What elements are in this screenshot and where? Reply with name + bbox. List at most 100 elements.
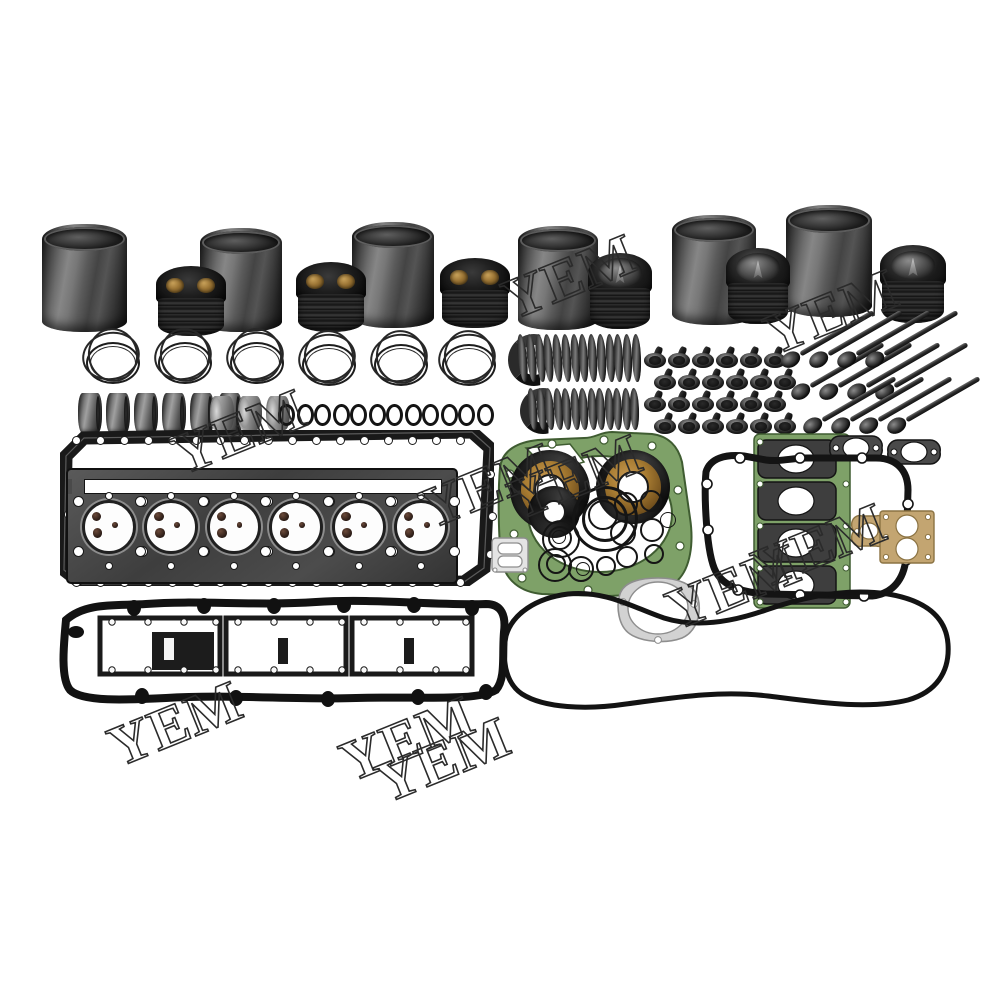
- retainer-cup: [654, 419, 676, 434]
- head-gasket-bolt-hole: [385, 546, 396, 557]
- retainer-cup: [716, 397, 738, 412]
- piston-5: [726, 248, 790, 326]
- head-gasket-coolant-hole: [417, 492, 425, 500]
- rod-bearing-shell-13: [629, 388, 640, 430]
- o-ring-5: [640, 490, 662, 512]
- valve-relief-a: [278, 511, 289, 522]
- retainer-cup: [750, 419, 772, 434]
- retainer-cup: [774, 419, 796, 434]
- retainer-cup: [644, 353, 666, 368]
- head-gasket-bolt-hole: [322, 546, 334, 557]
- liner-rim: [353, 225, 433, 249]
- valve-relief-a: [341, 511, 351, 522]
- valve-retainer-17: [740, 389, 762, 412]
- snap-ring-left: [386, 404, 403, 426]
- valve-retainer-23: [750, 411, 772, 434]
- piston-pin-bore-right: [336, 273, 355, 290]
- cylinder-liner-1: [42, 224, 127, 332]
- retainer-cup: [764, 353, 786, 368]
- oil-pan-gasket-hole-4: [144, 436, 153, 445]
- compression-ring-2: [378, 348, 424, 382]
- snap-ring-left: [458, 404, 475, 426]
- compression-ring: [302, 344, 356, 386]
- head-gasket-bore-1: [82, 500, 136, 554]
- retainer-cup: [644, 397, 666, 412]
- oil-pan-gasket-hole-5: [168, 436, 177, 445]
- head-gasket-coolant-hole: [167, 562, 176, 570]
- valve-retainer-3: [692, 345, 714, 368]
- thermostat-gasket-svg: [491, 537, 529, 573]
- piston-ring-set-1: [77, 323, 146, 388]
- flange-gasket-svg: [887, 439, 941, 465]
- valve-retainer-6: [764, 345, 786, 368]
- valve-retainer-14: [668, 389, 690, 412]
- valve-relief-a: [216, 511, 227, 522]
- retainer-cup: [740, 397, 762, 412]
- oil-control-ring-2: [226, 323, 288, 387]
- head-gasket-bolt-hole: [197, 546, 209, 557]
- compression-ring-2: [446, 348, 492, 382]
- compression-ring: [158, 342, 212, 384]
- manifold-flange-gasket-2: [884, 436, 944, 468]
- head-gasket-bore-2: [144, 500, 199, 554]
- o-ring-1: [572, 486, 638, 552]
- head-gasket-bolt-hole: [197, 496, 209, 507]
- compression-ring: [86, 342, 140, 384]
- wrist-pin-1: [78, 393, 102, 433]
- head-gasket-bore-5: [331, 500, 386, 554]
- valve-retainer-11: [750, 367, 772, 390]
- piston-ring-set-2: [149, 323, 218, 388]
- retainer-cup: [678, 419, 700, 434]
- o-ring-12: [552, 530, 566, 544]
- o-ring-2: [582, 496, 628, 542]
- cylinder-liner-4: [518, 226, 598, 330]
- valve-relief-b: [342, 527, 352, 538]
- retainer-cup: [750, 375, 772, 390]
- oil-pan-gasket-hole-1: [72, 436, 81, 445]
- oil-pan-gasket-hole-17: [456, 436, 465, 445]
- oil-pan-gasket-hole-16: [432, 436, 441, 445]
- piston-pin-bore-right: [196, 277, 215, 294]
- valve-relief-a: [154, 511, 164, 522]
- valve-retainer-19: [654, 411, 676, 434]
- piston-combustion-bowl: [598, 258, 642, 287]
- piston-3: [440, 258, 510, 330]
- liner-rim: [519, 229, 597, 252]
- compression-ring: [442, 344, 496, 386]
- oil-control-ring-2: [438, 325, 500, 389]
- main-bearing-row-1: [518, 334, 642, 382]
- oil-pan-gasket-hole-9: [264, 436, 273, 445]
- oil-pan-gasket-hole-3: [120, 436, 129, 445]
- oil-pan-gasket-hole-38: [486, 470, 495, 479]
- liner-rim: [787, 208, 871, 233]
- piston-2: [296, 262, 366, 334]
- snap-ring-right: [477, 404, 494, 426]
- o-ring-8: [616, 546, 638, 568]
- snap-ring-left: [314, 404, 331, 426]
- connecting-rod-bushing-2: [238, 396, 262, 430]
- valve-retainer-1: [644, 345, 666, 368]
- head-gasket-bore-6: [394, 500, 448, 554]
- valve-relief-b: [92, 527, 103, 538]
- wrist-pin-3: [134, 393, 158, 433]
- valve-retainer-16: [716, 389, 738, 412]
- oil-pan-gasket-hole-13: [360, 436, 369, 445]
- o-ring-14: [546, 554, 566, 574]
- head-gasket-detail: [68, 470, 460, 582]
- valve-retainer-10: [726, 367, 748, 390]
- retainer-cup: [726, 375, 748, 390]
- snap-ring-pair-3: [350, 404, 386, 426]
- piston-1: [156, 266, 226, 338]
- main-bearing-shell-14: [631, 334, 642, 382]
- valve-retainer-4: [716, 345, 738, 368]
- snap-ring-pair-4: [386, 404, 422, 426]
- oil-control-ring-2: [370, 325, 432, 389]
- injector-relief: [236, 522, 243, 528]
- head-gasket-bolt-hole: [73, 496, 84, 507]
- oil-control-ring-2: [82, 323, 144, 387]
- valve-retainer-7: [654, 367, 676, 390]
- valve-retainer-21: [702, 411, 724, 434]
- compression-ring: [230, 342, 284, 384]
- head-gasket-coolant-slots: [84, 479, 442, 494]
